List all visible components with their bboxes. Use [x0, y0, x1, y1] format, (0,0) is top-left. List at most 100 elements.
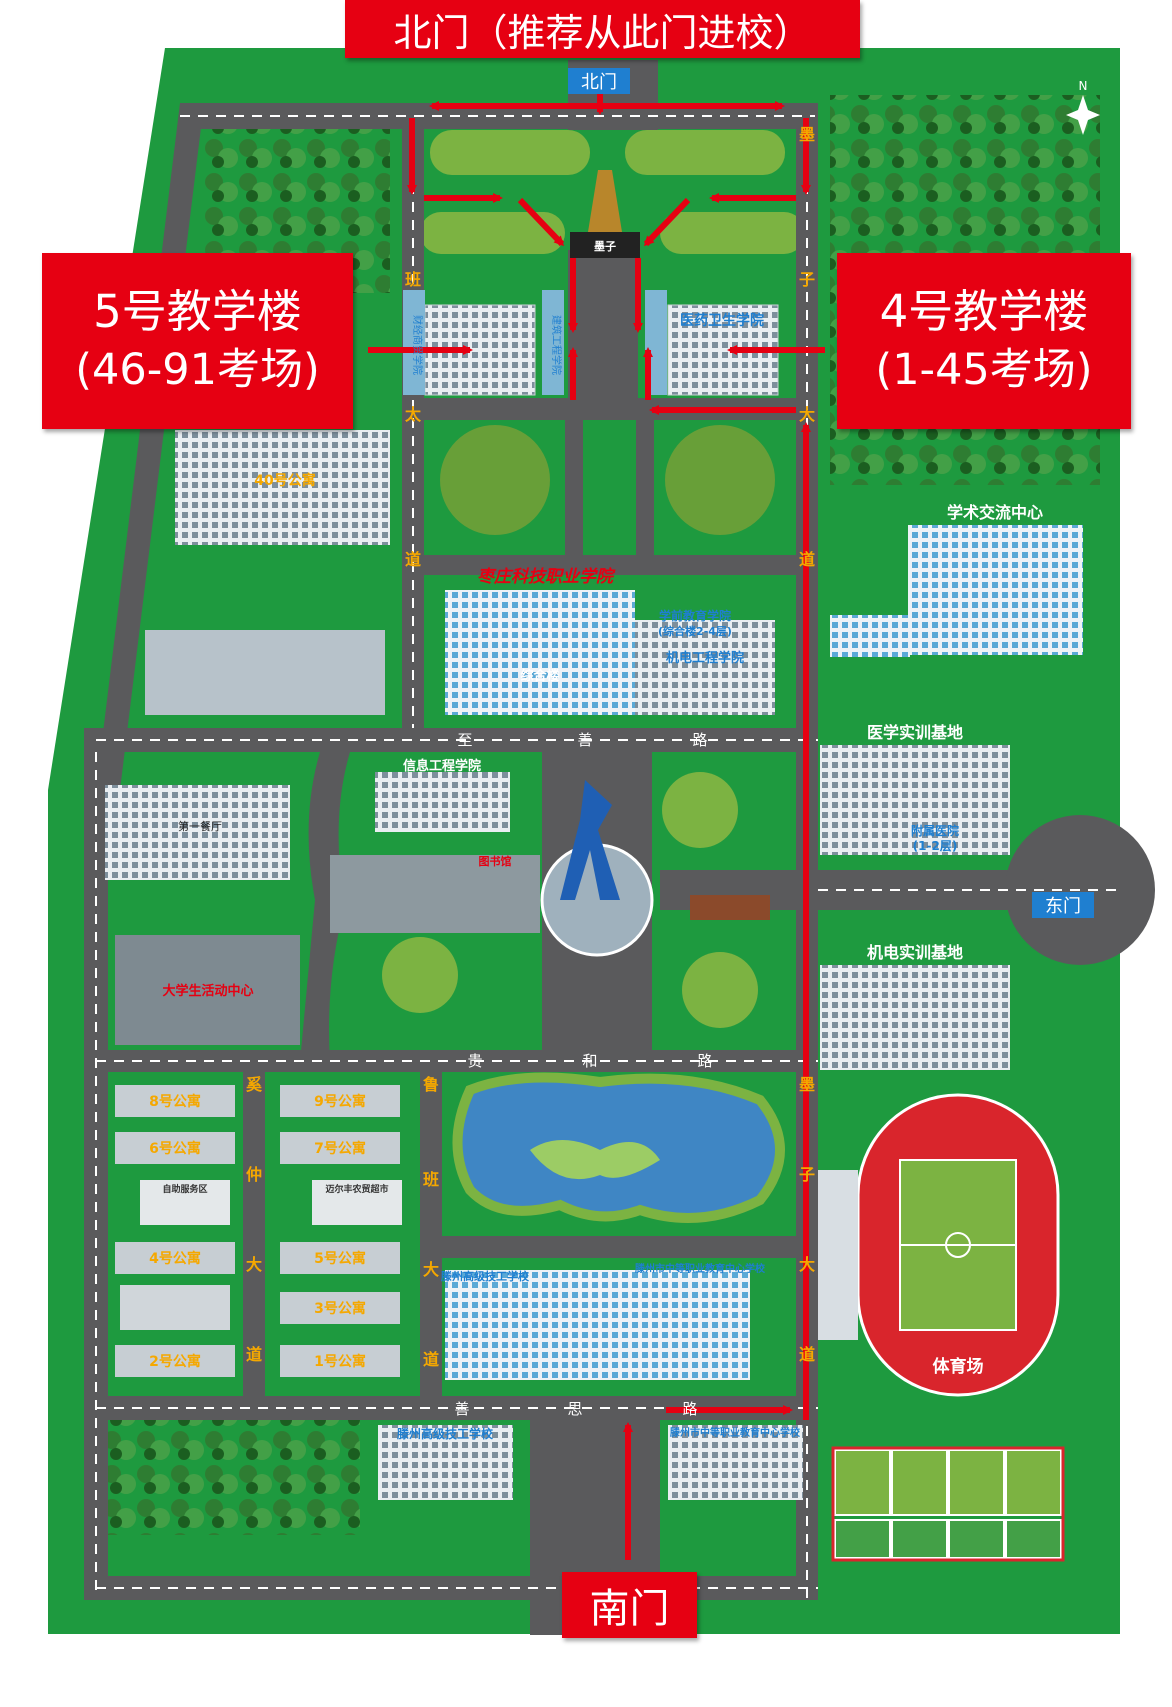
label-self-service: 自助服务区	[162, 1183, 207, 1195]
bldg-misc	[120, 1285, 230, 1330]
bldg4-callout: 4号教学楼 (1-45考场)	[837, 253, 1131, 429]
east-gate-sign: 东门	[1045, 896, 1081, 917]
dorm5-bldg	[280, 1242, 400, 1274]
south-gate-banner-text: 南门	[589, 1586, 670, 1632]
road-east-lower-3: 大	[799, 1255, 815, 1274]
road-west-lower-2: 仲	[246, 1165, 262, 1184]
dorm3-bldg	[280, 1292, 400, 1324]
label-dorm6: 6号公寓	[149, 1140, 201, 1157]
label-yiyao: 医药卫生学院	[680, 312, 764, 329]
bldg-zonghe	[445, 590, 635, 715]
label-mart: 迈尔丰农贸超市	[325, 1183, 388, 1195]
road-shansi-2: 思	[567, 1400, 582, 1418]
road-shansi-1: 善	[454, 1400, 469, 1418]
self-service-bldg	[140, 1180, 230, 1225]
road-mid-lower-1: 鲁	[422, 1075, 439, 1094]
shrub-5	[682, 952, 758, 1028]
label-xueqian-note: (综合楼2-4层)	[658, 624, 732, 638]
road-east-lower-4: 道	[799, 1345, 815, 1364]
hedge-2	[625, 130, 785, 175]
label-college-name: 枣庄科技职业学院	[477, 567, 616, 587]
road-west-upper-1: 班	[405, 270, 421, 289]
statue-figure	[588, 170, 622, 232]
label-xinxi: 信息工程学院	[403, 758, 481, 774]
label-jidian: 机电工程学院	[666, 650, 744, 666]
label-academic: 学术交流中心	[947, 503, 1043, 522]
bldg5-title: 5号教学楼	[93, 285, 302, 338]
label-caijing: 财经商贸学院	[411, 315, 424, 375]
bldg-activity	[115, 935, 300, 1045]
south-gate-banner: 南门	[562, 1572, 697, 1638]
label-tengzhou-voc: 滕州市中等职业教育中心学校	[635, 1262, 766, 1275]
bldg-zonghe-right	[635, 620, 775, 715]
label-xueqian: 学前教育学院	[659, 608, 731, 623]
bldg5-sub: (46-91考场)	[75, 345, 320, 395]
bldg-jianzhu	[542, 290, 564, 395]
road-east-lower-1: 墨	[799, 1075, 815, 1094]
dorm9-bldg	[280, 1085, 400, 1117]
road-east-upper-1: 墨	[799, 125, 815, 144]
road-east-lower-2: 子	[799, 1165, 815, 1184]
bldg-xinxi	[375, 772, 510, 832]
label-jidian-base: 机电实训基地	[867, 943, 963, 962]
road-zhishan-2: 善	[577, 731, 592, 749]
shrub-1	[440, 425, 550, 535]
label-activity: 大学生活动中心	[162, 983, 253, 999]
label-tengzhou-voc2: 滕州市中等职业教育中心学校	[670, 1426, 801, 1439]
hedge-3	[420, 212, 565, 254]
road-zhishan-3: 路	[692, 731, 707, 749]
bldg4-sub: (1-45考场)	[875, 345, 1093, 395]
bldg-dorm40	[175, 430, 390, 545]
label-yixue: 医学实训基地	[867, 723, 963, 742]
road-guihe-3: 路	[697, 1052, 712, 1070]
label-statue: 墨子	[594, 240, 616, 253]
road-east-upper-4: 道	[799, 550, 815, 569]
shrub-3	[662, 772, 738, 848]
label-dorm1: 1号公寓	[314, 1353, 366, 1370]
label-stadium: 体育场	[933, 1356, 984, 1377]
statue-base	[570, 232, 640, 258]
label-tengzhou-tech: 滕州高级技工学校	[441, 1269, 530, 1283]
road-east-upper-3: 大	[799, 405, 815, 424]
bldg-canteen	[105, 785, 290, 880]
label-dorm9: 9号公寓	[314, 1093, 366, 1110]
route-arrows	[368, 68, 825, 1560]
north-gate-banner: 北门（推荐从此门进校）	[345, 0, 860, 58]
bldg-academic	[908, 525, 1083, 655]
label-fushu: 附属医院	[911, 823, 959, 838]
label-fushu-note: (1-2层)	[913, 839, 958, 853]
road-mid-lower-3: 大	[423, 1260, 439, 1279]
dorm4-bldg	[115, 1242, 235, 1274]
road-west-lower-1: 奚	[246, 1075, 263, 1094]
road-east-upper-2: 子	[799, 270, 815, 289]
dorm2-bldg	[115, 1345, 235, 1377]
east-gate-sign-bg	[1032, 892, 1094, 918]
mart-bldg	[312, 1180, 402, 1225]
dorm7-bldg	[280, 1132, 400, 1164]
bldg-south-west	[378, 1425, 513, 1500]
label-dorm2: 2号公寓	[149, 1353, 201, 1370]
buildings	[105, 290, 1083, 1500]
north-gate-banner-text: 北门（推荐从此门进校）	[393, 10, 812, 55]
road-guihe-1: 贵	[467, 1052, 482, 1070]
bldg-caijing-side	[403, 290, 425, 395]
road-center-lines	[95, 115, 1120, 1598]
bldg-yixue	[820, 745, 1010, 855]
bldg-jidian-base	[820, 965, 1010, 1070]
label-tengzhou-tech2: 滕州高级技工学校	[397, 1426, 494, 1441]
shrub-2	[665, 425, 775, 535]
bldg-south-east	[668, 1425, 803, 1500]
hedge-1	[430, 130, 590, 175]
dorm8-bldg	[115, 1085, 235, 1117]
road-west-lower-4: 道	[246, 1345, 262, 1364]
road-guihe-2: 和	[582, 1052, 597, 1070]
hedge-4	[660, 212, 805, 254]
bldg-library	[330, 855, 540, 933]
label-dorm5: 5号公寓	[314, 1250, 366, 1267]
label-dorm3: 3号公寓	[314, 1300, 366, 1317]
island	[530, 1140, 660, 1180]
road-shansi-3: 路	[682, 1400, 697, 1418]
road-mid-lower-2: 班	[423, 1170, 439, 1189]
north-gate-sign: 北门	[581, 72, 617, 93]
